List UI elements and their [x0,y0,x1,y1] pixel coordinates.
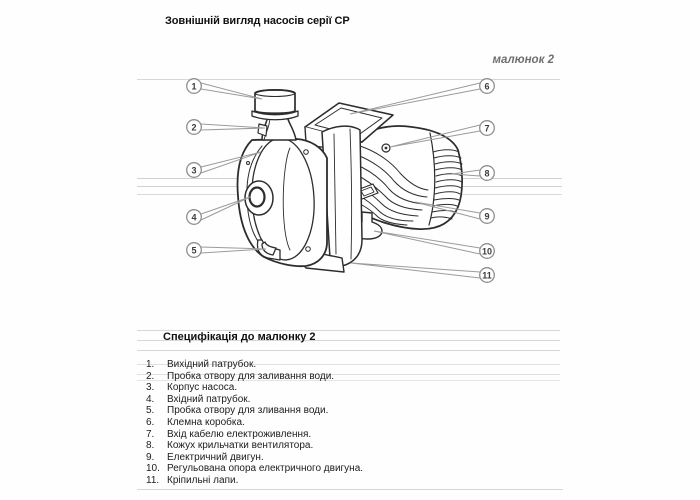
spec-item-text: Регульована опора електричного двигуна. [167,463,364,475]
ruled-line [137,79,560,80]
fan-cover [428,132,463,226]
callout-9: 9 [479,208,495,224]
spec-item: 3. Корпус насоса. [146,382,586,394]
outlet-port [251,88,299,141]
spec-item-number: 7. [146,428,155,440]
spec-item: 1. Вихідний патрубок. [146,359,586,371]
leader-line-4 [200,196,251,221]
callout-8: 8 [479,165,495,181]
spec-item-number: 3. [146,382,155,394]
svg-text:8: 8 [484,169,489,179]
spec-item-text: Пробка отвору для заливання води. [167,370,335,382]
spec-item-text: Вхідний патрубок. [167,393,251,405]
spec-item: 6. Клемна коробка. [146,417,586,429]
callout-11: 11 [479,267,495,283]
leader-line-9 [414,201,481,220]
callout-5: 5 [186,242,202,258]
leader-line-5 [200,246,267,254]
figure-caption: малюнок 2 [492,54,554,66]
leader-line-3 [200,151,262,174]
spec-item-text: Корпус насоса. [167,382,238,394]
spec-item: 4. Вхідний патрубок. [146,394,586,406]
leader-line-8 [451,169,481,177]
pump-drawing [236,88,463,273]
svg-text:4: 4 [191,213,196,223]
spec-item-text: Кріпильні лапи. [167,474,239,486]
svg-text:5: 5 [191,246,196,256]
ruled-line [137,340,560,341]
cable-entry-screw [381,143,391,153]
ruled-line [137,330,560,331]
leader-line-10 [373,230,481,255]
callout-10: 10 [479,243,495,259]
leader-line-11 [350,262,481,279]
ruled-line [137,364,560,365]
spec-item-text: Вхід кабелю електроживлення. [167,428,312,440]
spec-item: 5. Пробка отвору для зливання води. [146,405,586,417]
spec-item: 2. Пробка отвору для заливання води. [146,371,586,383]
callout-6: 6 [479,78,495,94]
spec-item-number: 9. [146,451,155,463]
ruled-line [137,350,560,351]
svg-text:1: 1 [191,82,196,92]
spec-list: 1. Вихідний патрубок. 2. Пробка отвору д… [146,359,586,487]
spec-item-number: 1. [146,359,155,370]
spec-item-number: 8. [146,440,155,452]
page-title: Зовнішній вигляд насосів серії CP [165,15,350,27]
svg-text:10: 10 [482,247,492,257]
spec-item: 11. Кріпильні лапи. [146,475,586,487]
inlet-port [244,180,274,216]
spec-item-text: Клемна коробка. [167,416,245,428]
ruled-line [137,380,560,381]
svg-text:3: 3 [191,166,196,176]
ruled-line [137,374,560,375]
callout-7: 7 [479,120,495,136]
spec-item-text: Кожух крильчатки вентилятора. [167,440,314,452]
spec-heading: Специфікація до малюнку 2 [163,331,316,343]
svg-text:7: 7 [484,124,489,134]
leader-line-6 [349,82,481,115]
svg-text:9: 9 [484,212,489,222]
spec-item: 8. Кожух крильчатки вентилятора. [146,440,586,452]
ruled-line [137,489,563,490]
spec-item-number: 2. [146,370,155,382]
spec-item-number: 10. [146,463,160,475]
svg-text:2: 2 [191,123,196,133]
svg-text:11: 11 [482,271,492,281]
spec-item: 7. Вхід кабелю електроживлення. [146,429,586,441]
filling-plug [257,123,268,137]
spec-item: 9. Електричний двигун. [146,452,586,464]
spec-item-number: 5. [146,405,155,417]
spec-item-number: 6. [146,416,155,428]
leader-line-7 [389,124,481,148]
callout-2: 2 [186,119,202,135]
spec-item-text: Пробка отвору для зливання води. [167,405,329,417]
spec-item-text: Електричний двигун. [167,451,264,463]
callout-3: 3 [186,162,202,178]
leader-line-2 [200,123,266,131]
callout-4: 4 [186,209,202,225]
leader-line-1 [200,82,263,100]
pump-bracket [321,125,363,267]
spec-item-number: 4. [146,393,155,405]
spec-item-text: Вихідний патрубок. [167,359,257,370]
callout-1: 1 [186,78,202,94]
spec-item-number: 11. [146,474,160,486]
svg-text:6: 6 [484,82,489,92]
spec-item: 10. Регульована опора електричного двигу… [146,463,586,475]
